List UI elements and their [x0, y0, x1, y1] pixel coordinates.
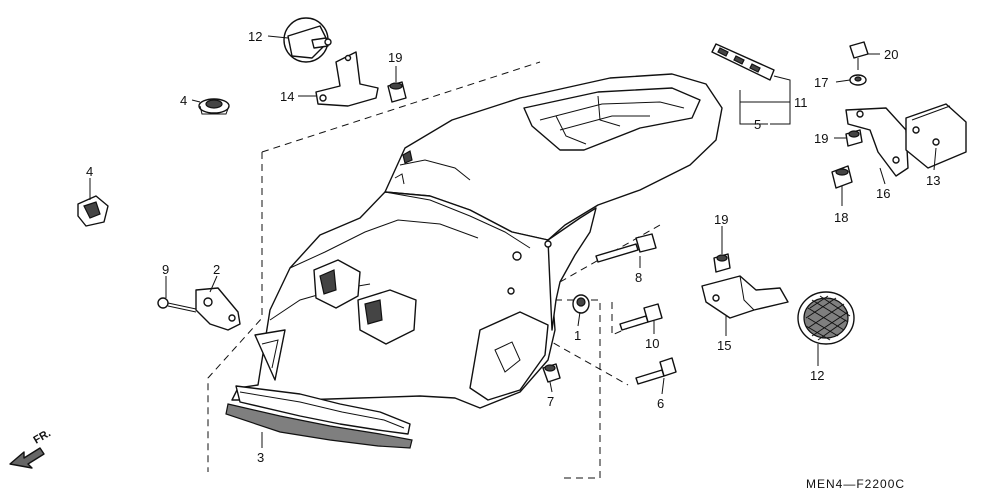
- nut-part-19-right: [845, 129, 863, 147]
- callout-5: 5: [754, 117, 761, 132]
- nut-part-18: [831, 165, 853, 189]
- plate-part-13: [905, 103, 967, 169]
- plate-part-5: [711, 43, 775, 81]
- callout-6: 6: [657, 396, 664, 411]
- callout-8: 8: [635, 270, 642, 285]
- bolt-part-20: [849, 41, 869, 70]
- bracket-part-16: [845, 107, 909, 177]
- grommet-part-4-top: [198, 98, 230, 115]
- direction-label: FR.: [32, 427, 53, 446]
- bracket-part-15: [701, 275, 789, 319]
- nut-part-19-middle: [713, 253, 731, 273]
- bracket-part-2: [195, 287, 241, 331]
- callout-20: 20: [884, 47, 898, 62]
- callout-1: 1: [574, 328, 581, 343]
- callout-15: 15: [717, 338, 731, 353]
- callout-9: 9: [162, 262, 169, 277]
- callout-14: 14: [280, 89, 294, 104]
- callout-2: 2: [213, 262, 220, 277]
- leader-lines: [89, 35, 937, 448]
- callout-10: 10: [645, 336, 659, 351]
- callout-16: 16: [876, 186, 890, 201]
- bolt-part-6: [635, 357, 677, 385]
- callout-17: 17: [814, 75, 828, 90]
- callout-19-right: 19: [814, 131, 828, 146]
- callout-7: 7: [547, 394, 554, 409]
- callout-19-middle: 19: [714, 212, 728, 227]
- cap-part-12-upper: [283, 17, 332, 63]
- callout-3: 3: [257, 450, 264, 465]
- rear-fender: [231, 73, 723, 409]
- callout-12-right: 12: [810, 368, 824, 383]
- clip-part-4-left: [77, 195, 109, 227]
- bolt-part-10: [619, 303, 663, 331]
- callout-13: 13: [926, 173, 940, 188]
- bolt-part-8: [595, 233, 657, 263]
- bracket-part-14: [315, 51, 379, 107]
- nut-part-19-upper: [387, 81, 407, 103]
- callout-11: 11: [794, 95, 808, 110]
- washer-part-17: [849, 74, 867, 86]
- figure-code: MEN4—F2200C: [806, 477, 905, 491]
- callout-19-upper: 19: [388, 50, 402, 65]
- bolt-part-9: [157, 297, 197, 313]
- callout-18: 18: [834, 210, 848, 225]
- callout-labels: 12 19 4 14 4 9 2 3 1 7 8 10 6 19 15 12 1…: [32, 29, 941, 491]
- callout-12-upper: 12: [248, 29, 262, 44]
- callout-4-left: 4: [86, 164, 93, 179]
- reflector-part-12: [797, 291, 855, 345]
- rubber-strip-part-3: [225, 385, 413, 449]
- collar-part-1: [572, 294, 590, 314]
- callout-4-top: 4: [180, 93, 187, 108]
- front-direction-arrow-icon: [9, 447, 45, 469]
- nut-part-7: [542, 363, 561, 383]
